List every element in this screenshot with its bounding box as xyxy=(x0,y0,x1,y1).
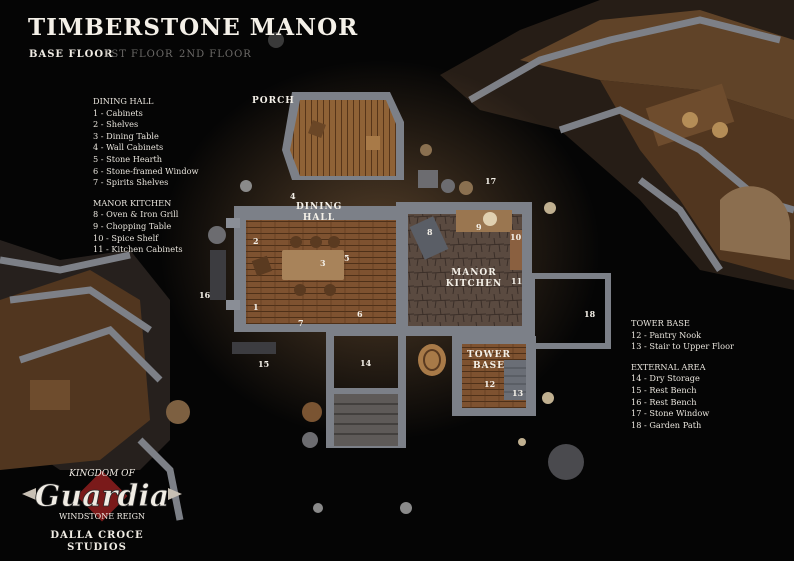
map-number-17: 17 xyxy=(485,176,497,186)
tab-1st-floor[interactable]: 1ST FLOOR xyxy=(104,49,174,60)
legend-item: 16 - Rest Bench xyxy=(631,396,697,407)
legend-item: 2 - Shelves xyxy=(93,119,139,130)
map-number-7: 7 xyxy=(298,318,304,328)
legend-heading-external-area: EXTERNAL AREA xyxy=(631,361,706,372)
map-number-12: 12 xyxy=(484,379,496,389)
studio-line-2: STUDIOS xyxy=(67,542,127,553)
legend-right: TOWER BASE 12 - Pantry Nook 13 - Stair t… xyxy=(631,318,734,431)
legend-item: 14 - Dry Storage xyxy=(631,373,700,384)
legend-item: 8 - Oven & Iron Grill xyxy=(93,209,179,220)
legend-item: 13 - Stair to Upper Floor xyxy=(631,341,734,352)
map-number-9: 9 xyxy=(476,222,482,232)
map-number-2: 2 xyxy=(253,236,259,246)
label-manor-kitchen: MANOR KITCHEN xyxy=(445,268,503,289)
scenery-top-right xyxy=(440,0,794,290)
map-number-13: 13 xyxy=(512,388,524,398)
map-number-8: 8 xyxy=(427,227,433,237)
legend-item: 4 - Wall Cabinets xyxy=(93,142,164,153)
map-number-15: 15 xyxy=(258,359,270,369)
legend-heading-dining-hall: DINING HALL xyxy=(93,96,154,106)
legend-item: 11 - Kitchen Cabinets xyxy=(93,244,183,255)
logo-main-text: Guardia xyxy=(35,479,170,514)
map-number-6: 6 xyxy=(357,309,363,319)
logo-bottom-text: WINDSTONE REIGN xyxy=(59,512,145,521)
map-number-3: 3 xyxy=(320,258,326,268)
legend-item: 10 - Spice Shelf xyxy=(93,232,159,243)
legend-item: 7 - Spirits Shelves xyxy=(93,177,169,188)
legend-item: 3 - Dining Table xyxy=(93,130,159,141)
page-title: TIMBERSTONE MANOR xyxy=(28,14,359,41)
map-number-14: 14 xyxy=(360,358,372,368)
tab-base-floor[interactable]: BASE FLOOR xyxy=(29,49,114,60)
legend-item: 1 - Cabinets xyxy=(93,107,143,118)
tab-2nd-floor[interactable]: 2ND FLOOR xyxy=(179,49,252,60)
kingdom-of-guardia-logo: KINGDOM OF Guardia WINDSTONE REIGN xyxy=(22,469,182,522)
studio-name: DALLA CROCE STUDIOS xyxy=(22,530,172,554)
legend-heading-manor-kitchen: MANOR KITCHEN xyxy=(93,197,172,208)
logo-top-text: KINGDOM OF xyxy=(68,469,135,479)
map-number-16: 16 xyxy=(199,290,211,300)
label-tower-base: TOWER BASE xyxy=(467,350,511,371)
legend-item: 12 - Pantry Nook xyxy=(631,329,702,340)
legend-left: DINING HALL 1 - Cabinets 2 - Shelves 3 -… xyxy=(93,96,199,256)
studio-line-1: DALLA CROCE xyxy=(50,530,144,541)
legend-item: 9 - Chopping Table xyxy=(93,220,172,231)
map-number-5: 5 xyxy=(344,253,350,263)
legend-item: 18 - Garden Path xyxy=(631,419,702,430)
legend-item: 5 - Stone Hearth xyxy=(93,153,163,164)
scenery-left xyxy=(0,240,190,521)
label-porch: PORCH xyxy=(252,96,295,106)
legend-heading-tower-base: TOWER BASE xyxy=(631,318,690,328)
legend-item: 15 - Rest Bench xyxy=(631,384,697,395)
map-number-10: 10 xyxy=(510,232,522,242)
legend-item: 17 - Stone Window xyxy=(631,408,710,419)
map-number-4: 4 xyxy=(290,191,296,201)
label-dining-hall: DINING HALL xyxy=(296,202,343,223)
map-number-1: 1 xyxy=(253,302,259,312)
map-number-18: 18 xyxy=(584,309,596,319)
map-number-11: 11 xyxy=(511,276,523,286)
legend-item: 6 - Stone-framed Window xyxy=(93,165,199,176)
